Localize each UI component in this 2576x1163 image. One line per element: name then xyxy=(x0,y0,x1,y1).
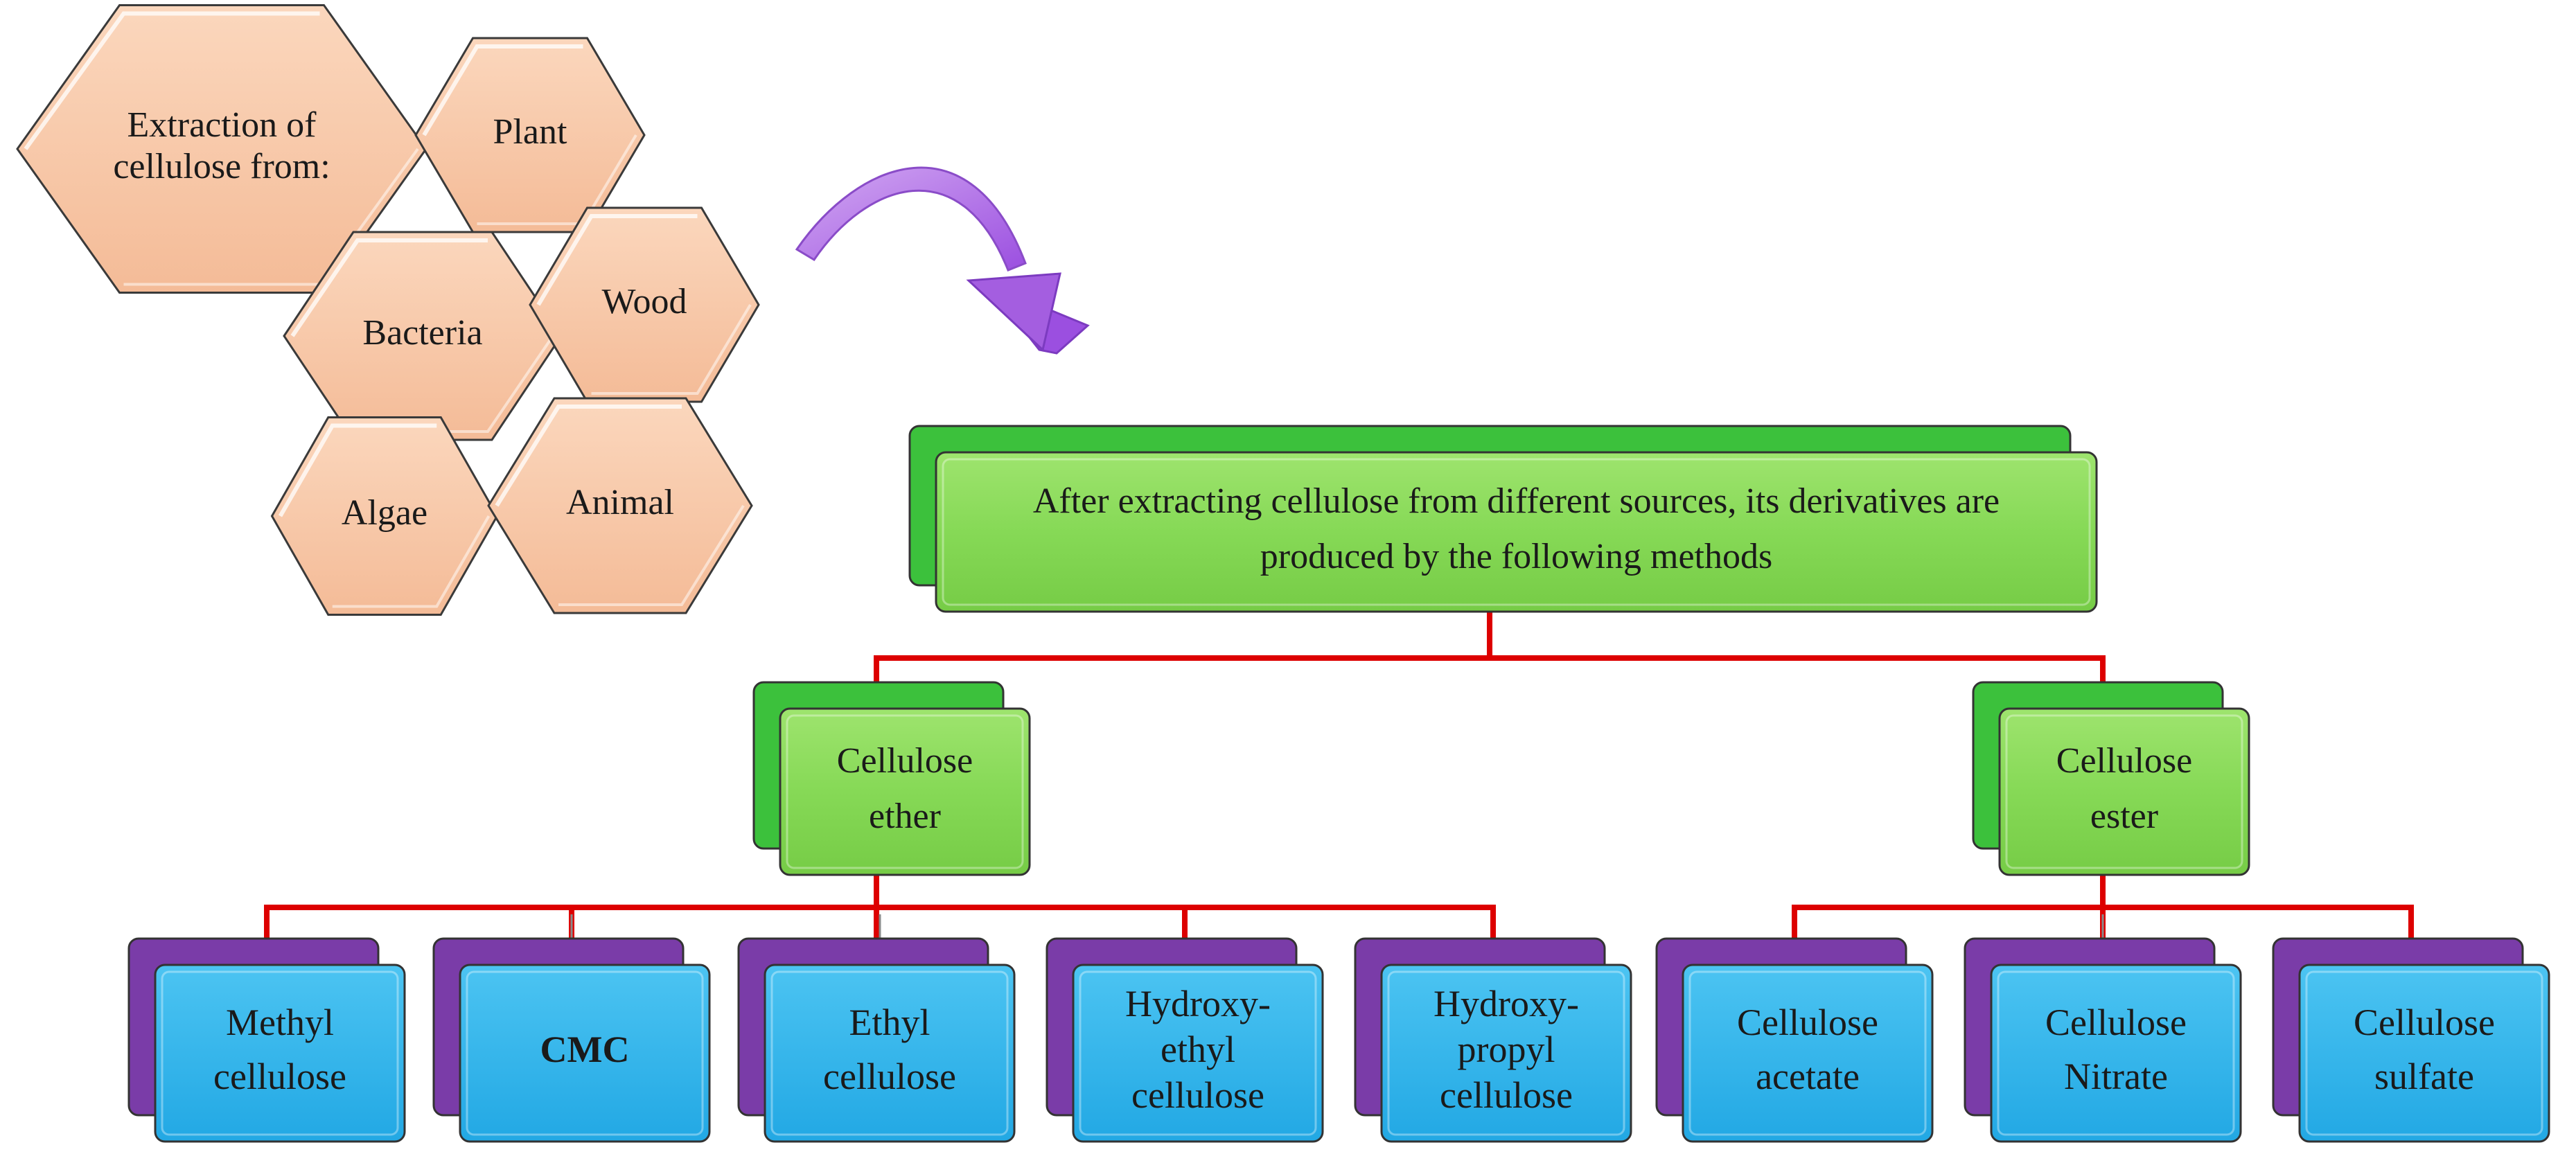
methods-box-label: After extracting cellulose from differen… xyxy=(1033,481,2000,576)
derivative-box-label-line: Ethyl xyxy=(849,1002,930,1043)
hexagon-bacteria-label-line: Bacteria xyxy=(362,313,482,353)
methods-box-label-line: After extracting cellulose from differen… xyxy=(1033,481,2000,521)
derivative-box-label-line: cellulose xyxy=(823,1056,956,1097)
hexagon-extraction-label-line: cellulose from: xyxy=(113,147,330,186)
derivative-box-label: Ethyl cellulose xyxy=(823,1002,956,1097)
hexagon-animal: Animal xyxy=(487,397,753,614)
hexagon-extraction-label-line: Extraction of xyxy=(127,105,317,145)
derivative-box-label-line: Methyl xyxy=(226,1002,334,1043)
derivative-box-label-line: sulfate xyxy=(2374,1056,2474,1097)
hexagon-animal-label: Animal xyxy=(566,483,674,522)
derivative-box-label-line: Nitrate xyxy=(2064,1056,2168,1097)
derivative-box-label-line: Hydroxy- xyxy=(1125,983,1271,1024)
derivative-box-label: CMC xyxy=(540,1029,630,1070)
hexagon-plant-label-line: Plant xyxy=(493,112,567,152)
derivative-box-label-line: Cellulose xyxy=(2354,1002,2495,1043)
category-box-ether-label-line: Cellulose xyxy=(837,741,973,781)
derivative-box-label-line: ethyl xyxy=(1161,1029,1235,1070)
hexagon-algae: Algae xyxy=(270,416,499,616)
methods-box-label-line: produced by the following methods xyxy=(1260,537,1772,576)
hexagon-plant: Plant xyxy=(414,37,646,233)
methods-box: After extracting cellulose from differen… xyxy=(908,425,2098,613)
hexagon-bacteria-label: Bacteria xyxy=(362,313,482,353)
hexagon-wood-label-line: Wood xyxy=(602,282,687,321)
category-box-ester-label-line: ester xyxy=(2090,797,2158,836)
category-box-ester-label: Cellulose ester xyxy=(2056,741,2192,836)
hexagon-bacteria: Bacteria xyxy=(283,231,563,441)
hexagon-algae-label-line: Algae xyxy=(342,493,427,533)
hierarchy-boxes: After extracting cellulose from differen… xyxy=(127,425,2550,1143)
derivative-box: Cellulose acetate xyxy=(1655,937,1934,1143)
category-box-ester-label-line: Cellulose xyxy=(2056,741,2192,781)
connector-lines xyxy=(264,610,2414,970)
derivative-box-label: Methyl cellulose xyxy=(213,1002,346,1097)
derivative-box-label: Cellulose sulfate xyxy=(2354,1002,2495,1097)
curved-arrow-icon xyxy=(795,166,1090,355)
derivative-box-label-line: Hydroxy- xyxy=(1433,983,1579,1024)
hexagon-wood: Wood xyxy=(529,206,760,403)
category-box-ether-label-line: ether xyxy=(869,797,941,836)
derivative-box-label-line: CMC xyxy=(540,1029,630,1070)
derivative-box-label-line: cellulose xyxy=(1440,1074,1573,1116)
derivative-box: Ethyl cellulose xyxy=(737,937,1016,1143)
hexagon-wood-label: Wood xyxy=(602,282,687,321)
derivative-box-label: Cellulose acetate xyxy=(1737,1002,1878,1097)
derivative-box-label-line: Cellulose xyxy=(1737,1002,1878,1043)
category-box-ether: Cellulose ether xyxy=(752,681,1031,876)
category-box-ester: Cellulose ester xyxy=(1972,681,2250,876)
hexagon-plant-label: Plant xyxy=(493,112,567,152)
derivative-box-label-line: cellulose xyxy=(213,1056,346,1097)
hexagon-algae-label: Algae xyxy=(342,493,427,533)
hexagon-animal-label-line: Animal xyxy=(566,483,674,522)
derivative-box: Methyl cellulose xyxy=(127,937,406,1143)
derivative-box-label-line: propyl xyxy=(1458,1029,1555,1070)
derivative-box-label-line: Cellulose xyxy=(2045,1002,2187,1043)
derivative-box-label-line: cellulose xyxy=(1131,1074,1264,1116)
category-box-ether-label: Cellulose ether xyxy=(837,741,973,836)
derivative-box: Cellulose sulfate xyxy=(2272,937,2550,1143)
derivative-box-label-line: acetate xyxy=(1756,1056,1860,1097)
derivative-box: CMC xyxy=(432,937,711,1143)
